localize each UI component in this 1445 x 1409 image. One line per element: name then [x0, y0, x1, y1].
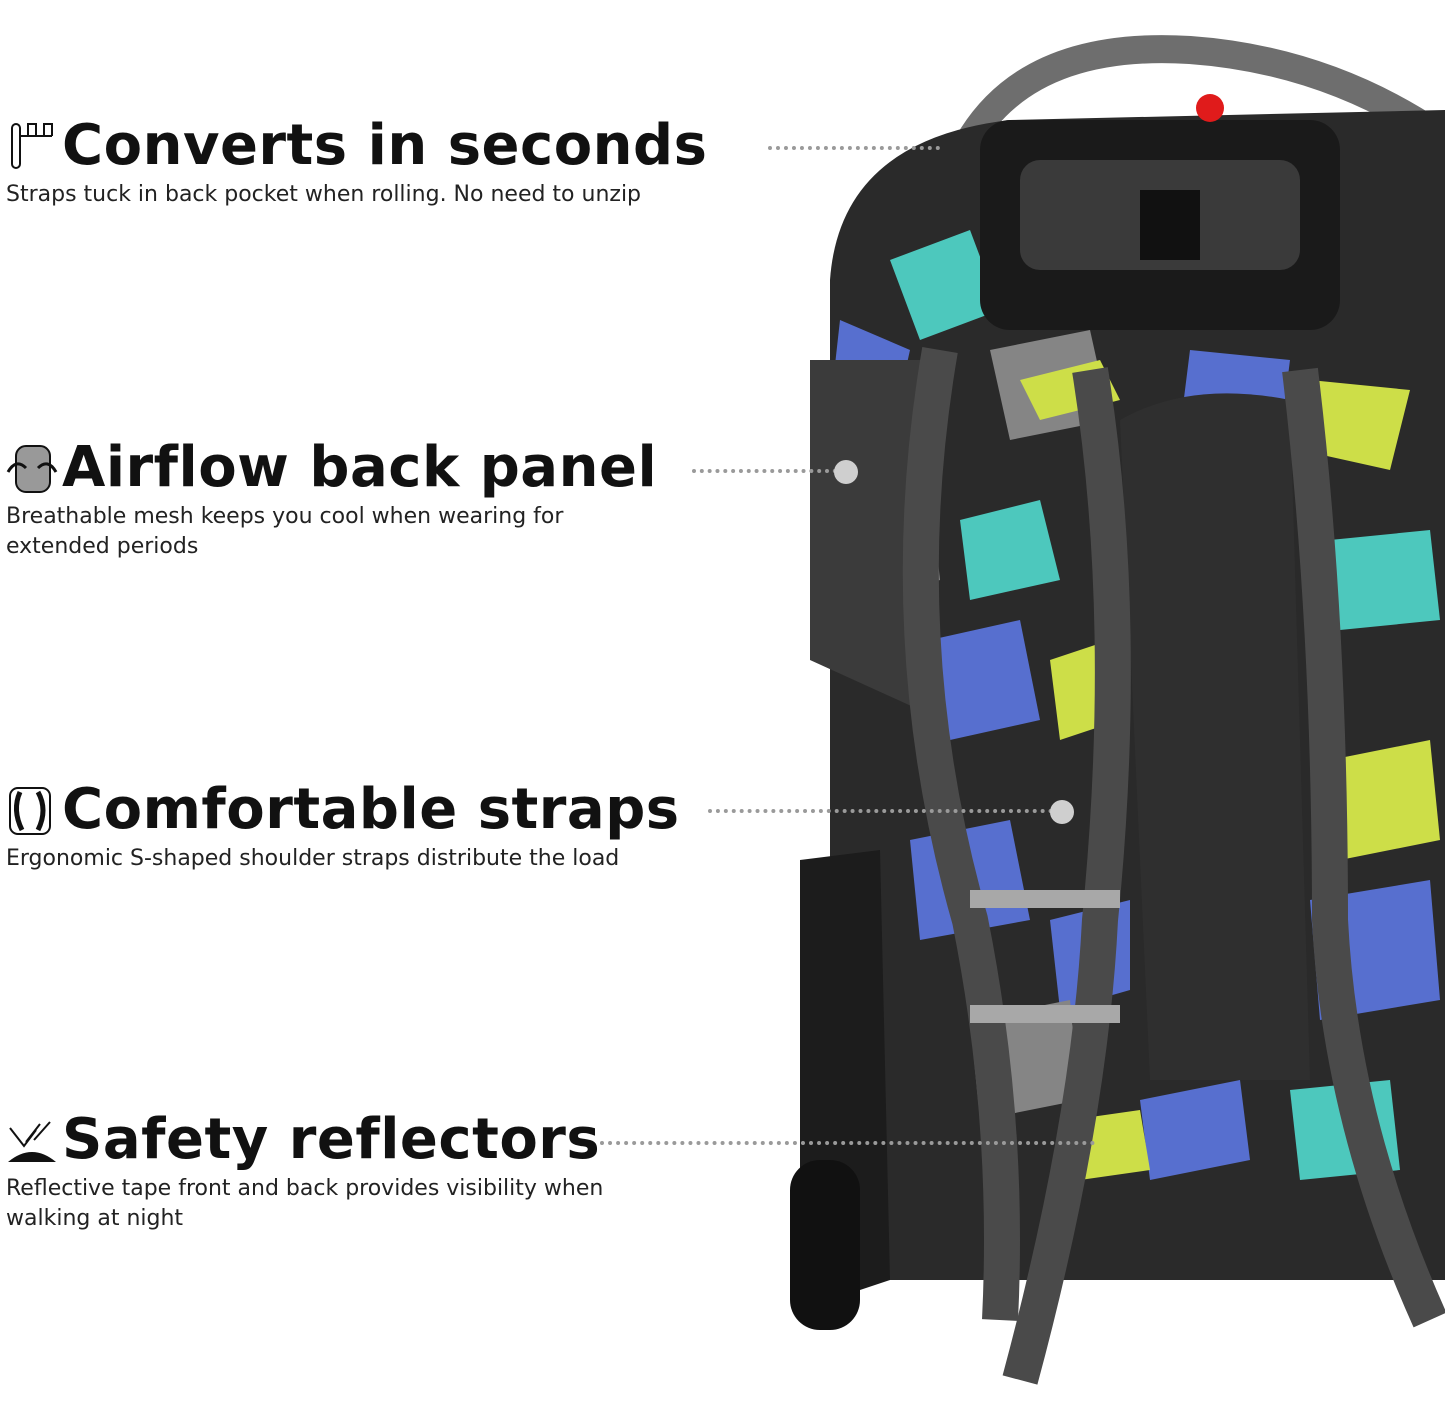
feature-title: Converts in seconds: [62, 113, 708, 178]
telescoping-handle-icon: [11, 123, 53, 169]
airflow-panel-icon: [6, 445, 58, 493]
leader-line-airflow: [692, 469, 837, 473]
rolling-backpack-image: [790, 35, 1445, 1385]
reflector-icon: [8, 1121, 56, 1162]
callout-dot-straps: [1050, 800, 1074, 824]
feature-title: Comfortable straps: [62, 777, 680, 842]
callout-dot-airflow: [834, 460, 858, 484]
feature-description: Ergonomic S-shaped shoulder straps distr…: [6, 846, 620, 871]
leader-line-straps: [708, 809, 1053, 813]
leader-line-reflectors: [600, 1141, 1095, 1145]
feature-description: Breathable mesh keeps you cool when wear…: [6, 504, 564, 559]
feature-description: Straps tuck in back pocket when rolling.…: [6, 182, 642, 207]
leader-line-converts: [768, 146, 940, 150]
feature-airflow: Airflow back panel Breathable mesh keeps…: [6, 438, 657, 562]
feature-title: Airflow back panel: [62, 435, 658, 500]
feature-description: Reflective tape front and back provides …: [6, 1176, 604, 1231]
s-strap-icon: [9, 787, 51, 835]
feature-straps: Comfortable straps Ergonomic S-shaped sh…: [6, 780, 680, 874]
feature-title: Safety reflectors: [62, 1107, 601, 1172]
feature-reflectors: Safety reflectors Reflective tape front …: [6, 1110, 606, 1234]
feature-converts: Converts in seconds Straps tuck in back …: [6, 116, 707, 210]
